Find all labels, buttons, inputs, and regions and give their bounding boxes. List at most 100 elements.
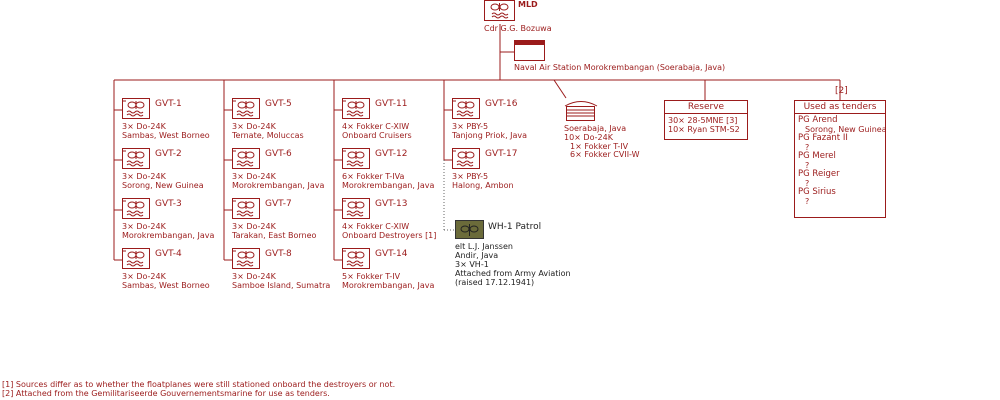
squadron-name: GVT-12 <box>375 149 408 159</box>
tender-ship-name: PG Reiger <box>798 169 840 179</box>
squadron-name: GVT-16 <box>485 99 518 109</box>
patrol-name: WH-1 Patrol <box>488 222 542 232</box>
patrol-line: Andir, Java <box>455 251 499 260</box>
hq-commander: Cdr G.G. Bozuwa <box>484 24 552 33</box>
squadron-name: GVT-5 <box>265 99 292 109</box>
squadron-location: Morokrembangan, Java <box>122 231 215 240</box>
reserve-title: Reserve <box>665 101 747 114</box>
floatplane-squadron-icon <box>342 198 370 224</box>
floatplane-squadron-icon <box>452 148 480 174</box>
floatplane-squadron-icon <box>342 98 370 124</box>
squadron-aircraft: 3× PBY-5 <box>452 122 489 131</box>
tender-ship-name: PG Sirius <box>798 187 836 197</box>
army-patrol-icon <box>455 220 484 239</box>
squadron-aircraft: 4× Fokker C-XIW <box>342 222 410 231</box>
squadron-aircraft: 3× Do-24K <box>122 122 166 131</box>
squadron-location: Halong, Ambon <box>452 181 514 190</box>
squadron-name: GVT-4 <box>155 249 182 259</box>
squadron-aircraft: 5× Fokker T-IV <box>342 272 401 281</box>
squadron-aircraft: 3× Do-24K <box>232 272 276 281</box>
squadron-aircraft: 3× Do-24K <box>122 172 166 181</box>
floatplane-squadron-icon <box>122 148 150 174</box>
squadron-location: Morokrembangan, Java <box>342 281 435 290</box>
squadron-location: Sambas, West Borneo <box>122 281 210 290</box>
squadron-location: Onboard Destroyers [1] <box>342 231 437 240</box>
squadron-location: Onboard Cruisers <box>342 131 412 140</box>
tender-ship-name: PG Fazant II <box>798 133 848 143</box>
squadron-aircraft: 3× Do-24K <box>232 222 276 231</box>
squadron-name: GVT-7 <box>265 199 292 209</box>
floatplane-squadron-icon <box>342 148 370 174</box>
squadron-aircraft: 4× Fokker C-XIW <box>342 122 410 131</box>
squadron-location: Morokrembangan, Java <box>342 181 435 190</box>
reserve-line: 30× 28-5MNE [3] <box>668 116 738 125</box>
tender-ship-location: ? <box>805 179 810 188</box>
reserve-box: Reserve 30× 28-5MNE [3] 10× Ryan STM-S2 <box>664 100 748 140</box>
footnote: [2] Attached from the Gemilitariseerde G… <box>2 389 330 398</box>
tenders-title: Used as tenders <box>795 101 885 114</box>
hq-flying-boat-icon <box>484 0 515 21</box>
squadron-aircraft: 3× Do-24K <box>232 122 276 131</box>
squadron-aircraft: 3× Do-24K <box>122 222 166 231</box>
patrol-line: elt L.J. Janssen <box>455 242 513 251</box>
patrol-line: (raised 17.12.1941) <box>455 278 535 287</box>
squadron-location: Samboe Island, Sumatra <box>232 281 331 290</box>
squadron-location: Tanjong Priok, Java <box>452 131 528 140</box>
patrol-line: Attached from Army Aviation <box>455 269 571 278</box>
floatplane-squadron-icon <box>342 248 370 274</box>
tender-ship-name: PG Arend <box>798 115 838 125</box>
squadron-location: Sambas, West Borneo <box>122 131 210 140</box>
hq-name: MLD <box>518 0 538 9</box>
floatplane-squadron-icon <box>122 198 150 224</box>
floatplane-squadron-icon <box>232 98 260 124</box>
air-station-icon <box>514 40 545 61</box>
floatplane-squadron-icon <box>122 98 150 124</box>
squadron-location: Sorong, New Guinea <box>122 181 204 190</box>
patrol-line: 3× VH-1 <box>455 260 489 269</box>
squadron-name: GVT-6 <box>265 149 292 159</box>
floatplane-squadron-icon <box>232 148 260 174</box>
footnote: [1] Sources differ as to whether the flo… <box>2 380 396 389</box>
tender-ship-name: PG Merel <box>798 151 836 161</box>
squadron-name: GVT-3 <box>155 199 182 209</box>
reserve-line: 10× Ryan STM-S2 <box>668 125 740 134</box>
base-line: 1× Fokker T-IV <box>570 142 629 151</box>
squadron-name: GVT-14 <box>375 249 408 259</box>
squadron-name: GVT-8 <box>265 249 292 259</box>
floatplane-squadron-icon <box>452 98 480 124</box>
squadron-name: GVT-17 <box>485 149 518 159</box>
tenders-note: [2] <box>835 86 848 96</box>
squadron-aircraft: 3× Do-24K <box>232 172 276 181</box>
squadron-name: GVT-13 <box>375 199 408 209</box>
floatplane-squadron-icon <box>232 198 260 224</box>
squadron-aircraft: 6× Fokker T-IVa <box>342 172 405 181</box>
tender-ship-location: Sorong, New Guinea <box>805 125 887 134</box>
floatplane-squadron-icon <box>122 248 150 274</box>
tender-ship-location: ? <box>805 161 810 170</box>
tender-ship-location: ? <box>805 197 810 206</box>
base-line: 10× Do-24K <box>564 133 613 142</box>
squadron-name: GVT-11 <box>375 99 408 109</box>
squadron-aircraft: 3× PBY-5 <box>452 172 489 181</box>
squadron-location: Tarakan, East Borneo <box>232 231 317 240</box>
squadron-location: Morokrembangan, Java <box>232 181 325 190</box>
squadron-location: Ternate, Moluccas <box>232 131 304 140</box>
squadron-name: GVT-1 <box>155 99 182 109</box>
floatplane-squadron-icon <box>232 248 260 274</box>
base-location: Soerabaja, Java <box>564 124 627 133</box>
